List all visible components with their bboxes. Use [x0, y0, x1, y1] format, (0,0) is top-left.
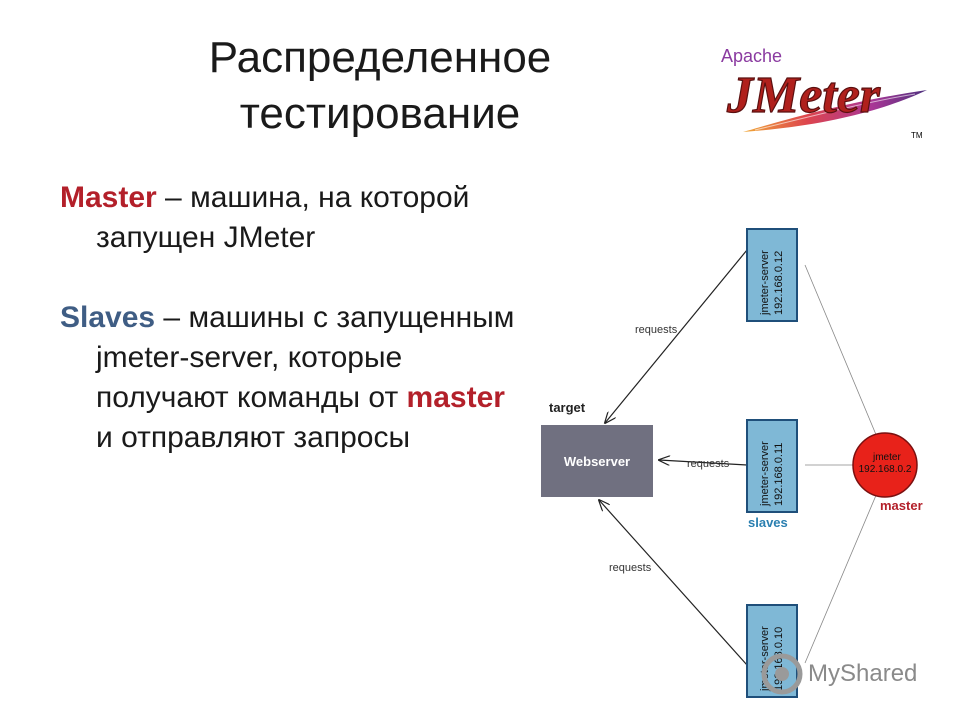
term-slaves: Slaves: [60, 301, 156, 334]
slave-node-middle-line2: 192.168.0.11: [773, 443, 785, 506]
request-arrow-top: [605, 249, 748, 423]
slave-node-bottom: jmeter-server 192.168.0.10: [746, 604, 798, 698]
slave-node-middle: jmeter-server 192.168.0.11: [746, 419, 798, 513]
logo-jmeter-text: JMeter: [726, 67, 881, 124]
myshared-watermark: MyShared: [760, 652, 950, 698]
bullet-slaves: Slaves – машины с запущенным jmeter-serv…: [60, 298, 530, 458]
bullet-master: Master – машина, на которой запущен JMet…: [60, 178, 530, 258]
watermark-text: MyShared: [808, 660, 918, 687]
slave-node-top-line2: 192.168.0.12: [773, 251, 785, 315]
webserver-label: Webserver: [564, 454, 630, 469]
request-arrow-middle: [659, 460, 748, 465]
request-label-top: requests: [635, 324, 678, 336]
request-arrow-bottom: [599, 500, 748, 666]
bullet-slaves-text-end: и отправляют запросы: [96, 421, 411, 454]
target-label: target: [549, 400, 586, 415]
bullet-list: Master – машина, на которой запущен JMet…: [60, 178, 530, 498]
myshared-logo-icon: [761, 653, 803, 695]
slide-title-line-1: Распределенное: [208, 33, 552, 82]
slide-title-line-2: тестирование: [239, 89, 521, 138]
slide-title: Распределенное тестирование: [130, 30, 630, 142]
master-link-top: [804, 264, 878, 438]
slave-node-top-line1: jmeter-server: [759, 250, 771, 316]
slave-node-top: jmeter-server 192.168.0.12: [746, 228, 798, 322]
bullet-slaves-text: – машины с запущенным jmeter-server, кот…: [96, 301, 515, 414]
master-node: [852, 432, 918, 498]
apache-jmeter-logo: Apache JMeter TM: [721, 46, 927, 140]
request-label-middle: requests: [687, 458, 730, 470]
master-node-line1: jmeter: [872, 452, 901, 463]
slaves-label: slaves: [748, 515, 788, 530]
term-master-inline: master: [406, 381, 505, 414]
request-label-bottom: requests: [609, 562, 652, 574]
distributed-testing-diagram: requests requests requests target Webser…: [541, 228, 923, 698]
master-link-bottom: [804, 492, 878, 664]
logo-apache-text: Apache: [721, 46, 782, 66]
master-label: master: [880, 498, 923, 513]
master-node-line2: 192.168.0.2: [859, 464, 912, 475]
logo-tm-text: TM: [911, 131, 923, 140]
bullet-master-text: – машина, на которой запущен JMeter: [96, 181, 470, 254]
term-master: Master: [60, 181, 157, 214]
slave-node-middle-line1: jmeter-server: [759, 441, 771, 507]
webserver-box: [541, 425, 653, 497]
